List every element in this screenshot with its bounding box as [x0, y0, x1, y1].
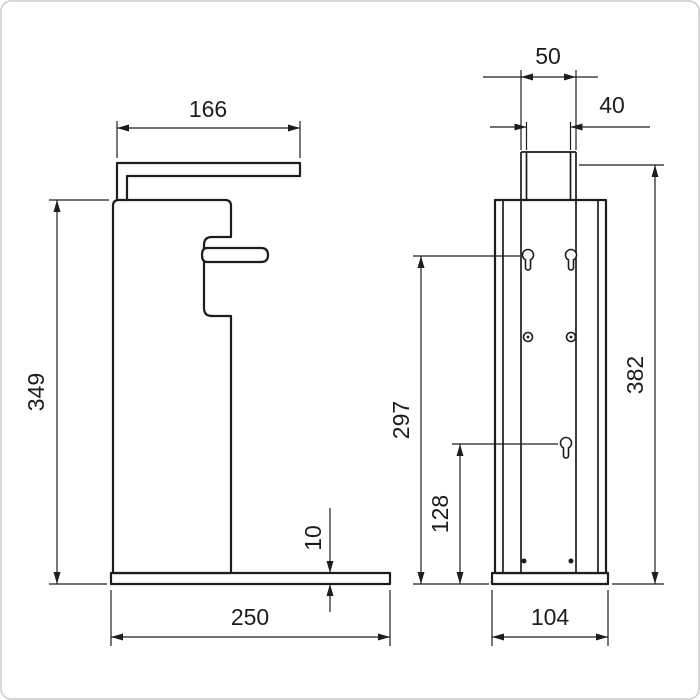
arrowhead: [417, 256, 425, 268]
side-spout-arm: [115, 161, 302, 202]
dimension-spout-inner-width: 40: [490, 92, 650, 150]
dimension-base-thickness: 10: [300, 508, 334, 612]
screw-hole-center: [569, 335, 573, 339]
arrowhead: [288, 124, 300, 132]
dimension-front-base-width: 104: [491, 590, 609, 646]
side-base-plate: [109, 571, 392, 586]
arrowhead: [117, 124, 129, 132]
keyhole-mount-lower: [559, 436, 573, 459]
front-view: [490, 151, 610, 586]
arrowhead: [53, 572, 61, 584]
arrowhead: [456, 444, 464, 456]
dim-spout-outer-width-label: 50: [535, 43, 561, 69]
arrowhead: [326, 561, 334, 573]
dim-base-depth-label: 250: [231, 604, 269, 630]
dim-front-base-width-label: 104: [531, 604, 570, 630]
dimension-upper-mount-height: 297: [388, 255, 520, 585]
keyhole-mount-upper-right: [564, 248, 578, 271]
dimension-lower-mount-height: 128: [427, 443, 558, 584]
front-body-outline: [493, 198, 608, 575]
arrowhead: [564, 73, 576, 81]
dim-spout-inner-width-label: 40: [599, 92, 625, 118]
dim-upper-mount-height-label: 297: [388, 401, 414, 439]
arrowhead: [521, 73, 533, 81]
screw-hole-center: [526, 335, 530, 339]
dim-arm-length-label: 166: [189, 96, 227, 122]
arrowhead: [326, 584, 334, 596]
arrowhead: [570, 123, 583, 131]
arrowhead: [456, 572, 464, 584]
front-base-plate: [490, 571, 610, 586]
arrowhead: [378, 633, 390, 641]
dim-side-height-label: 349: [23, 373, 49, 411]
bottom-rivet: [568, 558, 574, 564]
side-pump-lever: [200, 246, 270, 264]
side-view: [109, 161, 392, 586]
dim-lower-mount-height-label: 128: [427, 495, 453, 533]
dimension-spout-outer-width: 50: [483, 43, 598, 150]
arrowhead: [53, 200, 61, 212]
dimension-total-height: 382: [579, 164, 664, 585]
dimension-base-depth: 250: [110, 590, 391, 646]
dimension-arm-length: 166: [116, 96, 301, 158]
arrowhead: [651, 165, 659, 177]
arrowhead: [596, 633, 608, 641]
dim-total-height-label: 382: [622, 356, 648, 394]
dimension-side-height: 349: [23, 199, 109, 585]
arrowhead: [111, 633, 123, 641]
keyhole-mount-upper-left: [521, 248, 535, 271]
dim-base-thickness-label: 10: [300, 525, 326, 551]
arrowhead: [492, 633, 504, 641]
bottom-rivet: [521, 558, 527, 564]
arrowhead: [651, 572, 659, 584]
arrowhead: [514, 123, 527, 131]
arrowhead: [417, 572, 425, 584]
